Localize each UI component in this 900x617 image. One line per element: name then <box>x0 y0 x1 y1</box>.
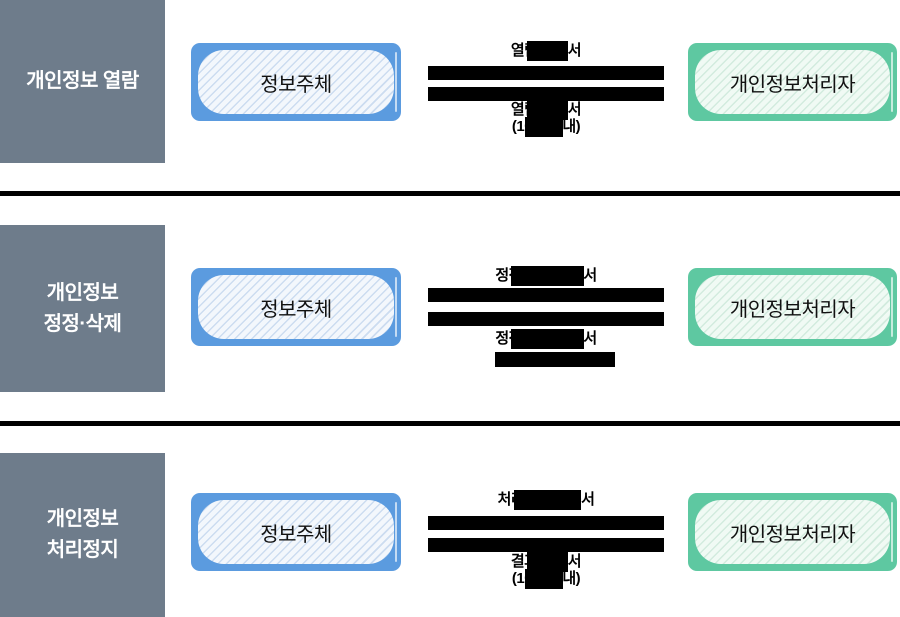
response-label: 결과 통지서 <box>428 552 664 572</box>
section-label-text: 개인정보 열람 <box>26 70 139 92</box>
response-label: 열람 통지서 <box>428 100 664 120</box>
data-subject-label: 정보주체 <box>198 50 394 114</box>
data-processor-label: 개인정보처리자 <box>695 275 890 339</box>
data-processor-box: 개인정보처리자 <box>688 268 897 346</box>
redaction-bar <box>511 329 584 349</box>
section-label-text: 개인정보 <box>46 281 119 304</box>
arrow-bar-right <box>428 288 664 302</box>
section-row-correction-deletion: 개인정보 정정·삭제 정보주체 정정·삭제 요구서 정정·삭제 통지서 개인정보… <box>0 225 900 421</box>
data-subject-box: 정보주체 <box>191 268 401 346</box>
response-label: 정정·삭제 통지서 <box>428 329 664 349</box>
redaction-bar <box>524 569 564 589</box>
data-subject-label: 정보주체 <box>198 275 394 339</box>
redaction-bar <box>526 100 569 120</box>
arrow-bar-right <box>428 66 664 80</box>
redaction-bar <box>526 552 569 572</box>
redaction-bar <box>495 352 615 367</box>
response-deadline-label: (10일 이내) <box>428 569 664 589</box>
section-row-access: 개인정보 열람 정보주체 열람 요구서 열람 통지서 (10일 이내) 개인정보… <box>0 0 900 191</box>
data-processor-label: 개인정보처리자 <box>695 50 890 114</box>
arrow-bar-left <box>428 538 664 552</box>
arrow-bar-right <box>428 516 664 530</box>
arrow-bar-left <box>428 87 664 101</box>
section-row-processing-suspension: 개인정보 처리정지 정보주체 처리정지 요구서 결과 통지서 (10일 이내) … <box>0 450 900 617</box>
data-subject-label: 정보주체 <box>198 500 394 564</box>
data-subject-box: 정보주체 <box>191 43 401 121</box>
redaction-bar <box>511 266 584 286</box>
redaction-bar <box>526 41 569 61</box>
arrow-bar-left <box>428 312 664 326</box>
data-processor-label: 개인정보처리자 <box>695 500 890 564</box>
section-divider <box>0 421 900 426</box>
redaction-bar <box>524 117 564 137</box>
request-label: 정정·삭제 요구서 <box>428 266 664 286</box>
data-processor-box: 개인정보처리자 <box>688 43 897 121</box>
section-divider <box>0 191 900 196</box>
section-label-text: 개인정보 <box>46 508 119 530</box>
section-label-correction-deletion: 개인정보 정정·삭제 <box>0 225 165 392</box>
data-processor-box: 개인정보처리자 <box>688 493 897 571</box>
response-deadline-label: (10일 이내) <box>428 117 664 137</box>
redaction-bar <box>513 490 582 510</box>
section-label-processing-suspension: 개인정보 처리정지 <box>0 453 165 617</box>
data-subject-box: 정보주체 <box>191 493 401 571</box>
section-label-text: 정정·삭제 <box>43 312 122 335</box>
request-label: 처리정지 요구서 <box>428 490 664 510</box>
request-label: 열람 요구서 <box>428 41 664 61</box>
section-label-access: 개인정보 열람 <box>0 0 165 163</box>
section-label-text: 처리정지 <box>46 539 119 561</box>
